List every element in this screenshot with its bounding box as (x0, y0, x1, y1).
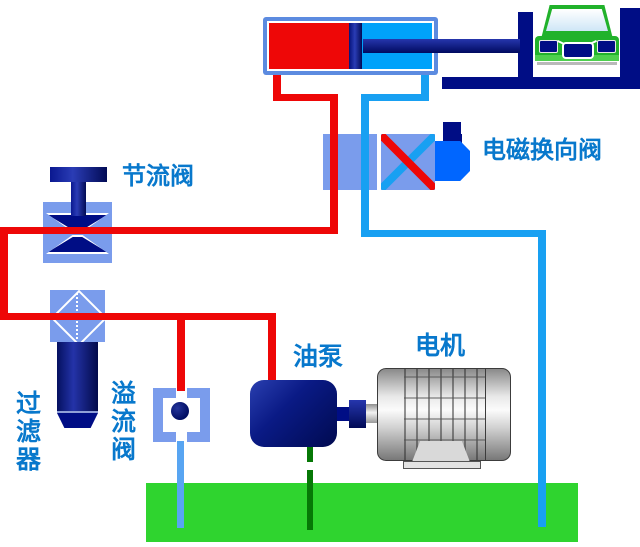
pipe-red-top-horizontal (273, 94, 338, 101)
relief-valve-right-bracket (187, 388, 210, 442)
coupling-block (349, 400, 366, 428)
label-filter: 过滤器 (16, 389, 42, 474)
pipe-cyan-top-horizontal (361, 94, 429, 101)
label-relief-valve: 溢流阀 (111, 379, 137, 464)
throttle-handle-bar (50, 167, 107, 182)
piston-rod (363, 39, 520, 53)
car-underbody-strip (537, 62, 617, 65)
pipe-red-pump-line (0, 313, 276, 320)
label-solenoid-valve: 电磁换向阀 (482, 136, 602, 164)
pipe-suction-upper (307, 447, 313, 462)
motor-foot (412, 441, 470, 462)
car-grille (562, 42, 594, 59)
pipe-red-cylinder-left-port (273, 68, 281, 101)
coupling-stub (337, 407, 350, 421)
pipe-cyan-cylinder-right-port (421, 68, 429, 101)
label-motor: 电机 (415, 331, 466, 360)
pipe-red-left-riser (0, 227, 8, 320)
piston (349, 23, 362, 69)
label-oil-pump: 油泵 (293, 342, 344, 371)
solenoid-coil (435, 141, 470, 181)
solenoid-valve-position-crossed (381, 134, 435, 190)
oil-tank (146, 483, 578, 542)
pipe-red-throttle-line (0, 227, 338, 234)
car-headlight-left (539, 40, 558, 53)
car-windshield (546, 9, 608, 31)
car (535, 3, 619, 65)
motor-shaft (366, 404, 378, 423)
relief-valve-left-bracket (153, 388, 176, 442)
lift-right-post (620, 8, 640, 77)
pipe-cyan-return-horizontal (361, 230, 546, 237)
solenoid-step (452, 134, 462, 144)
lift-left-post (518, 12, 533, 77)
filter-canister-tip (57, 413, 98, 428)
pipe-cyan-return-to-tank (538, 230, 546, 527)
throttle-handle-stem (71, 182, 86, 216)
pipe-red-pump-riser (268, 317, 276, 381)
pipe-red-through-valve (330, 94, 338, 234)
pipe-cyan-through-valve (361, 94, 369, 237)
motor-left-cap (377, 368, 405, 461)
oil-pump (250, 380, 337, 447)
relief-valve-ball (171, 402, 189, 420)
filter-canister (57, 342, 98, 412)
pipe-suction-lower (307, 470, 313, 530)
car-cabin (541, 5, 613, 39)
car-headlight-right (597, 40, 616, 53)
motor-right-cap (485, 368, 511, 461)
pipe-relief-drain (177, 441, 184, 528)
pipe-red-relief-branch (177, 317, 185, 391)
motor-base-plate (403, 461, 481, 469)
lift-base-beam (442, 77, 640, 89)
label-throttle-valve: 节流阀 (122, 162, 194, 190)
filter-canister-seam (57, 411, 98, 413)
cylinder-pressure-chamber (269, 23, 349, 69)
